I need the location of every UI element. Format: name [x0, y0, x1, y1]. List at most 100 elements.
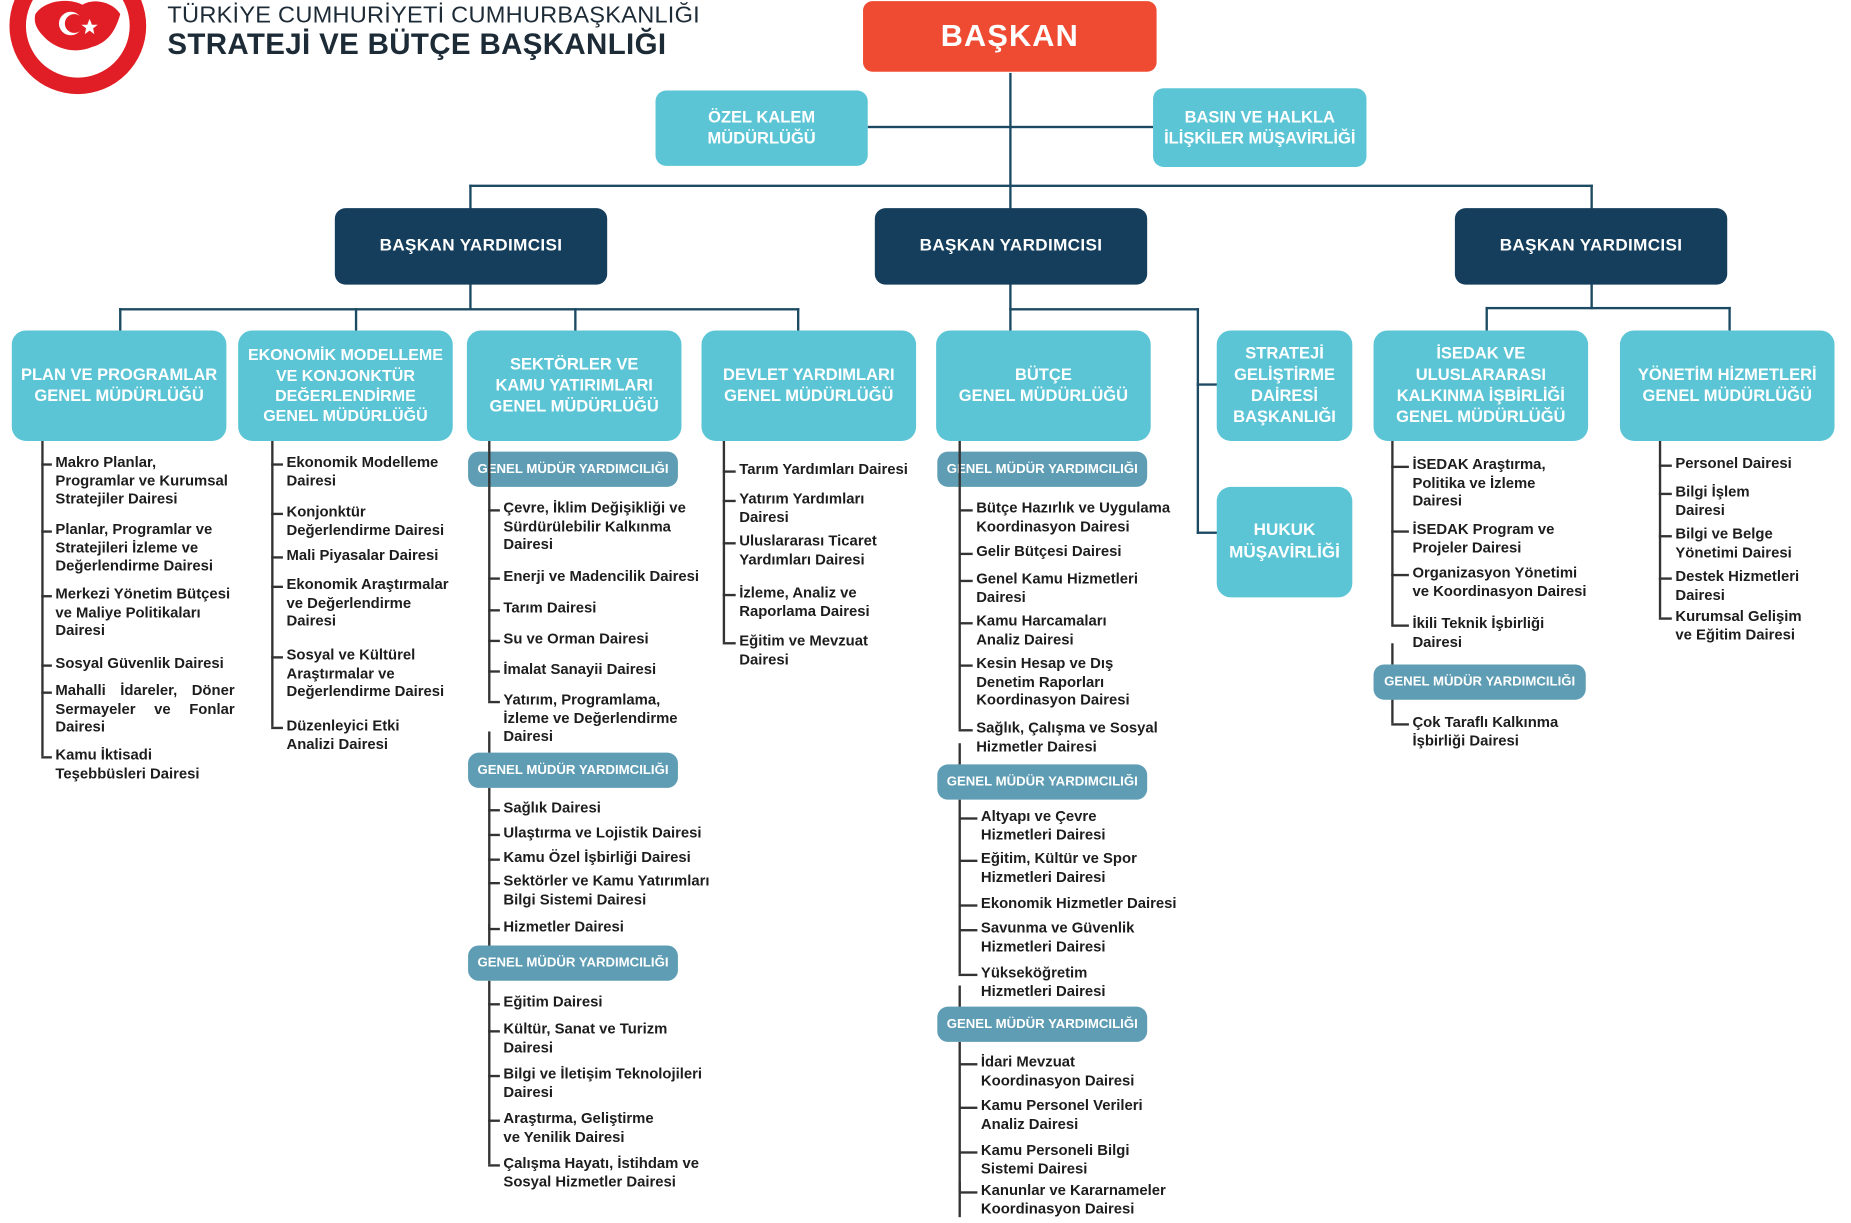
list-item[interactable]: Mahalli İdareler, Döner Sermayeler ve Fo… [55, 682, 235, 736]
vice-president-1[interactable]: BAŞKAN YARDIMCISI [334, 208, 608, 285]
list-item[interactable]: Bütçe Hazırlık ve Uygulama Koordinasyon … [976, 499, 1171, 535]
dept-strateji-gelistirme[interactable]: STRATEJİ GELİŞTİRME DAİRESİ BAŞKANLIĞI [1216, 330, 1353, 441]
list-item[interactable]: Çok Taraflı Kalkınma İşbirliği Dairesi [1412, 713, 1559, 749]
list-item[interactable]: Çevre, İklim Değişikliği ve Sürdürülebil… [503, 499, 686, 554]
list-item[interactable]: Kamu Personeli Bilgi Sistemi Dairesi [980, 1141, 1130, 1177]
list-item[interactable]: Sağlık Dairesi [503, 799, 601, 817]
list-item[interactable]: Bilgi İşlem Dairesi [1675, 483, 1750, 519]
list-item[interactable]: Sağlık, Çalışma ve Sosyal Hizmetler Dair… [976, 719, 1158, 755]
list-item[interactable]: Kamu İktisadi Teşebbüsleri Dairesi [55, 746, 200, 782]
list-item[interactable]: Kurumsal Gelişim ve Eğitim Dairesi [1675, 607, 1802, 643]
dept-yonetim-hizmetleri[interactable]: YÖNETİM HİZMETLERİ GENEL MÜDÜRLÜĞÜ [1619, 330, 1835, 441]
deputy-directorate-label[interactable]: GENEL MÜDÜR YARDIMCILIĞI [468, 451, 678, 487]
list-spine [1391, 699, 1393, 724]
list-item[interactable]: Ekonomik Modelleme Dairesi [286, 453, 439, 489]
list-tick [1391, 723, 1409, 726]
list-spine [488, 980, 490, 1165]
list-item[interactable]: İSEDAK Araştırma, Politika ve İzleme Dai… [1412, 456, 1546, 510]
list-item[interactable]: Araştırma, Geliştirme ve Yenilik Dairesi [503, 1110, 654, 1146]
list-item[interactable]: İmalat Sanayii Dairesi [503, 660, 657, 678]
list-spine [958, 1181, 961, 1218]
list-item[interactable]: Tarım Yardımları Dairesi [739, 460, 908, 478]
list-item[interactable]: Gelir Bütçesi Dairesi [976, 543, 1122, 560]
list-item[interactable]: Eğitim, Kültür ve Spor Hizmetleri Daires… [980, 850, 1137, 886]
list-item[interactable]: Altyapı ve Çevre Hizmetleri Dairesi [980, 807, 1106, 843]
dept-devlet-yardimlari[interactable]: DEVLET YARDIMLARI GENEL MÜDÜRLÜĞÜ [701, 330, 917, 441]
list-tick [958, 622, 973, 624]
deputy-directorate-label[interactable]: GENEL MÜDÜR YARDIMCILIĞI [937, 1006, 1148, 1042]
dept-butce[interactable]: BÜTÇE GENEL MÜDÜRLÜĞÜ [936, 330, 1151, 441]
list-item[interactable]: Sektörler ve Kamu Yatırımları Bilgi Sist… [503, 872, 710, 908]
list-item[interactable]: Yatırım, Programlama, İzleme ve Değerlen… [503, 691, 678, 745]
list-item[interactable]: İdari Mevzuat Koordinasyon Dairesi [980, 1053, 1135, 1089]
advisor-basin[interactable]: BASIN VE HALKLA İLİŞKİLER MÜŞAVİRLİĞİ [1153, 88, 1367, 167]
list-item[interactable]: Yatırım Yardımları Dairesi [739, 490, 865, 526]
list-tick [488, 1119, 500, 1122]
list-item[interactable]: Yükseköğretim Hizmetleri Dairesi [980, 964, 1106, 1000]
connector-vp3-down [1590, 283, 1593, 310]
list-item[interactable]: Eğitim ve Mevzuat Dairesi [739, 632, 868, 668]
list-item[interactable]: Planlar, Programlar ve Stratejileri İzle… [55, 520, 214, 575]
list-item[interactable]: Konjonktür Değerlendirme Dairesi [286, 503, 445, 539]
list-item[interactable]: Kanunlar ve Kararnameler Koordinasyon Da… [980, 1181, 1166, 1217]
list-item[interactable]: Kesin Hesap ve Dış Denetim Raporları Koo… [976, 655, 1130, 709]
list-item[interactable]: İzleme, Analiz ve Raporlama Dairesi [739, 584, 870, 620]
list-item[interactable]: Kamu Harcamaları Analiz Dairesi [976, 612, 1107, 648]
list-item[interactable]: Eğitim Dairesi [503, 993, 603, 1011]
connector-dept1 [119, 308, 122, 333]
list-item[interactable]: Hizmetler Dairesi [503, 918, 624, 935]
list-item[interactable]: Ekonomik Araştırmalar ve Değerlendirme D… [286, 576, 449, 630]
deputy-directorate-label[interactable]: GENEL MÜDÜR YARDIMCILIĞI [937, 764, 1148, 800]
list-item[interactable]: Düzenleyici Etki Analizi Dairesi [286, 717, 400, 753]
list-item[interactable]: Bilgi ve Belge Yönetimi Dairesi [1675, 525, 1792, 561]
list-tick [41, 530, 52, 533]
list-item[interactable]: Kültür, Sanat ve Turizm Dairesi [503, 1020, 668, 1056]
list-item[interactable]: Savunma ve Güvenlik Hizmetleri Dairesi [980, 919, 1135, 955]
list-tick [1658, 464, 1672, 467]
list-item[interactable]: Organizasyon Yönetimi ve Koordinasyon Da… [1412, 564, 1587, 600]
vice-president-2[interactable]: BAŞKAN YARDIMCISI [874, 208, 1148, 285]
list-tick [488, 1030, 500, 1032]
list-item[interactable]: Merkezi Yönetim Bütçesi ve Maliye Politi… [55, 585, 231, 640]
dept-plan-programlar[interactable]: PLAN VE PROGRAMLAR GENEL MÜDÜRLÜĞÜ [11, 330, 227, 441]
list-tick [271, 585, 283, 588]
connector-vp-bar [469, 184, 1593, 187]
list-item[interactable]: İSEDAK Program ve Projeler Dairesi [1412, 520, 1555, 556]
dept-isedak[interactable]: İSEDAK VE ULUSLARARASI KALKINMA İŞBİRLİĞ… [1373, 330, 1589, 441]
deputy-directorate-label[interactable]: GENEL MÜDÜR YARDIMCILIĞI [468, 752, 678, 788]
deputy-directorate-label[interactable]: GENEL MÜDÜR YARDIMCILIĞI [937, 451, 1148, 487]
root-box[interactable]: BAŞKAN [863, 1, 1157, 72]
list-item[interactable]: Destek Hizmetleri Dairesi [1675, 568, 1800, 603]
list-item[interactable]: Su ve Orman Dairesi [503, 630, 649, 647]
deputy-directorate-label[interactable]: GENEL MÜDÜR YARDIMCILIĞI [1373, 664, 1586, 700]
list-item[interactable]: Sosyal ve Kültürel Araştırmalar ve Değer… [286, 646, 445, 701]
list-tick [1391, 465, 1409, 468]
list-item[interactable]: Makro Planlar, Programlar ve Kurumsal St… [55, 453, 228, 508]
list-tick [271, 512, 283, 515]
list-item[interactable]: İkili Teknik İşbirliği Dairesi [1412, 615, 1545, 651]
list-item[interactable]: Çalışma Hayatı, İstihdam ve Sosyal Hizme… [503, 1154, 700, 1190]
list-tick [722, 499, 736, 502]
list-item[interactable]: Bilgi ve İletişim Teknolojileri Dairesi [503, 1065, 703, 1101]
list-spine [1658, 441, 1661, 618]
dept-ekonomik-modelleme[interactable]: EKONOMİK MODELLEME VE KONJONKTÜR DEĞERLE… [238, 330, 453, 441]
list-tick [488, 809, 500, 811]
list-item[interactable]: Tarım Dairesi [503, 599, 597, 617]
list-item[interactable]: Sosyal Güvenlik Dairesi [55, 655, 224, 672]
dept-sektorler[interactable]: SEKTÖRLER VE KAMU YATIRIMLARI GENEL MÜDÜ… [466, 330, 682, 441]
advisor-ozel-kalem[interactable]: ÖZEL KALEM MÜDÜRLÜĞÜ [655, 90, 868, 166]
list-item[interactable]: Ulaştırma ve Lojistik Dairesi [503, 824, 702, 841]
dept-hukuk[interactable]: HUKUK MÜŞAVİRLİĞİ [1216, 486, 1353, 598]
vice-president-3[interactable]: BAŞKAN YARDIMCISI [1454, 208, 1728, 285]
list-spine [488, 731, 490, 753]
list-item[interactable]: Genel Kamu Hizmetleri Dairesi [976, 570, 1138, 606]
list-item[interactable]: Personel Dairesi [1675, 455, 1792, 472]
list-item[interactable]: Mali Piyasalar Dairesi [286, 546, 439, 564]
list-item[interactable]: Enerji ve Madencilik Dairesi [503, 568, 700, 585]
list-item[interactable]: Kamu Personel Verileri Analiz Dairesi [980, 1097, 1143, 1133]
list-item[interactable]: Kamu Özel İşbirliği Dairesi [503, 849, 691, 866]
deputy-directorate-label[interactable]: GENEL MÜDÜR YARDIMCILIĞI [468, 945, 678, 981]
list-item[interactable]: Ekonomik Hizmetler Dairesi [980, 894, 1177, 912]
list-item[interactable]: Uluslararası Ticaret Yardımları Dairesi [739, 532, 877, 568]
list-tick [41, 691, 52, 694]
